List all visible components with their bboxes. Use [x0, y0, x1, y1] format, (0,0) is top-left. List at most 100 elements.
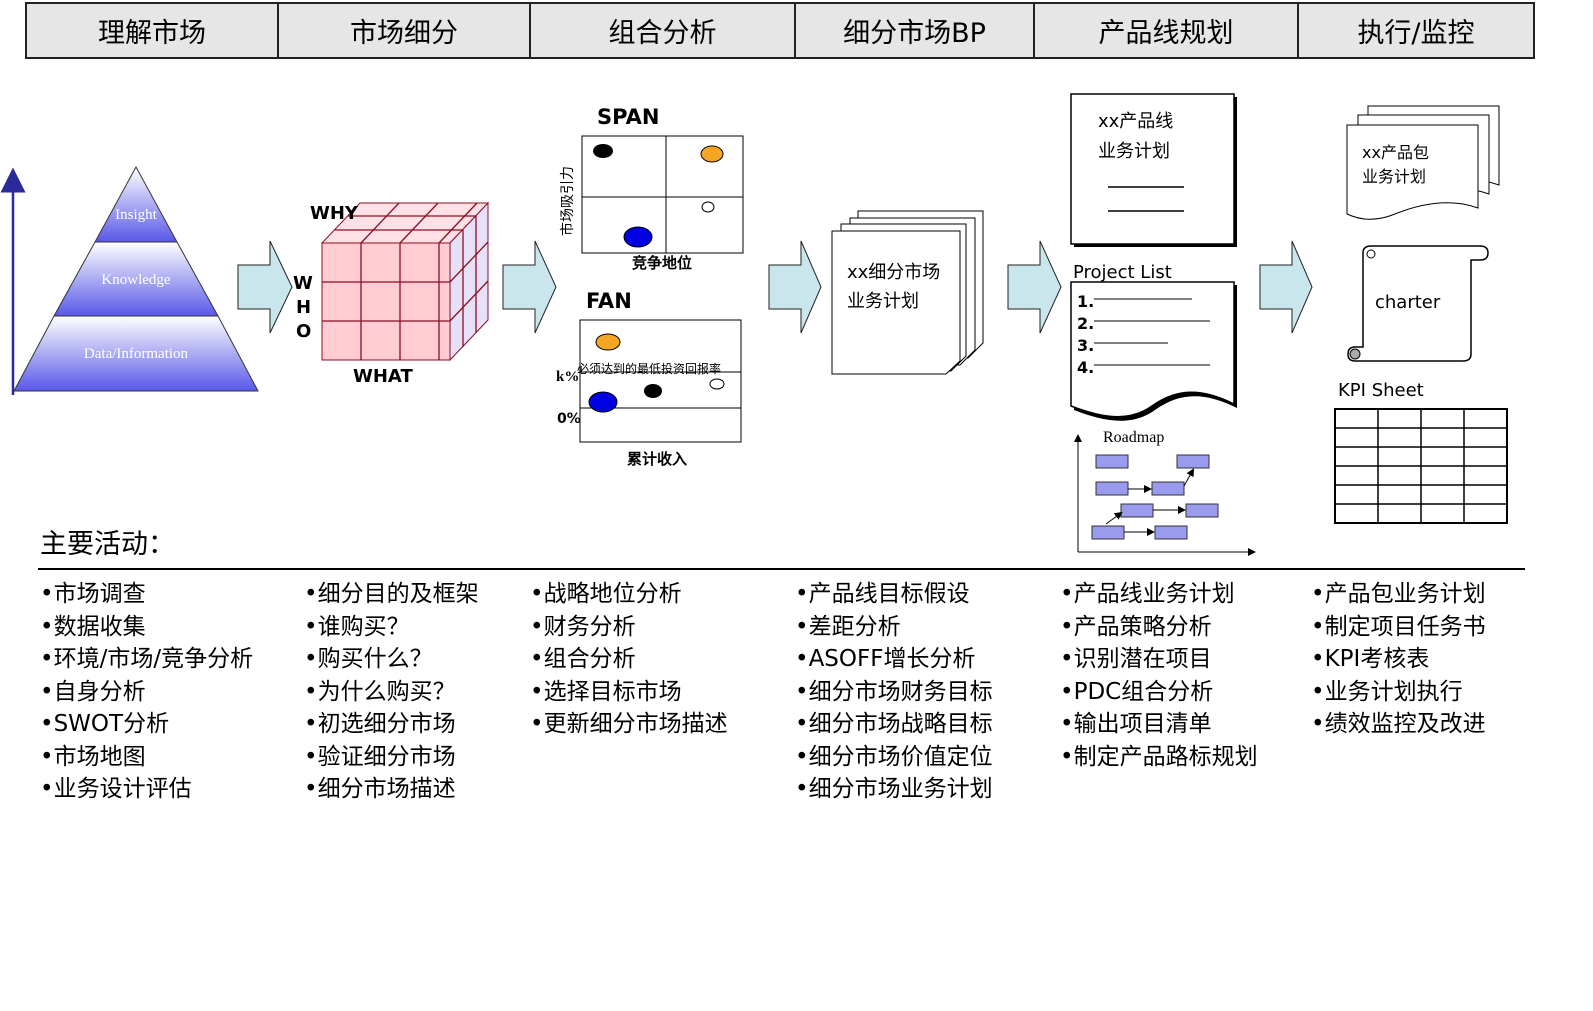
list-item: 谁购买？ — [304, 611, 479, 644]
phase-segment-bp: 细分市场BP — [796, 4, 1035, 57]
list-item: 制定产品路标规划 — [1060, 741, 1258, 774]
project-item-3: 3. — [1077, 336, 1094, 355]
activity-column-1: 市场调查 数据收集 环境/市场/竞争分析 自身分析 SWOT分析 市场地图 业务… — [40, 578, 254, 806]
list-item: 业务设计评估 — [40, 773, 253, 806]
list-item: 细分市场业务计划 — [795, 773, 993, 806]
flow-arrows — [237, 240, 1313, 334]
package-line2: 业务计划 — [1362, 167, 1426, 186]
list-item: 产品包业务计划 — [1311, 578, 1486, 611]
segment-bp-document: xx细分市场 业务计划 — [831, 210, 984, 375]
charter-label: charter — [1375, 292, 1441, 313]
cube-front — [321, 242, 451, 361]
list-item: 更新细分市场描述 — [530, 708, 728, 741]
list-item: 初选细分市场 — [304, 708, 479, 741]
span-dot-white — [701, 201, 715, 213]
product-line-line1: xx产品线 — [1098, 111, 1173, 132]
span-y-label: 市场吸引力 — [559, 166, 576, 236]
pyramid-label-knowledge: Knowledge — [101, 272, 170, 288]
phase-header: 理解市场 市场细分 组合分析 细分市场BP 产品线规划 执行/监控 — [25, 2, 1535, 59]
activity-column-3: 战略地位分析 财务分析 组合分析 选择目标市场 更新细分市场描述 — [530, 578, 728, 741]
list-item: 组合分析 — [530, 643, 728, 676]
product-line-line2: 业务计划 — [1098, 141, 1170, 162]
activity-column-2: 细分目的及框架 谁购买？ 购买什么？ 为什么购买？ 初选细分市场 验证细分市场 … — [304, 578, 479, 806]
span-matrix: SPAN 市场吸引力 竞争地位 — [559, 105, 744, 272]
activities-title: 主要活动： — [40, 529, 175, 560]
list-item: 制定项目任务书 — [1311, 611, 1486, 644]
fan-k-label: k% — [556, 369, 579, 385]
fan-dot-black — [644, 384, 662, 398]
activity-column-5: 产品线业务计划 产品策略分析 识别潜在项目 PDC组合分析 输出项目清单 制定产… — [1060, 578, 1258, 773]
list-item: 战略地位分析 — [530, 578, 728, 611]
list-item: 财务分析 — [530, 611, 728, 644]
fan-chart: FAN 必须达到的最低投资回报率 k% 0% 累计收入 — [556, 289, 742, 468]
segment-bp-line2: 业务计划 — [847, 291, 919, 312]
flow-arrow-1 — [237, 240, 293, 334]
list-item: 验证细分市场 — [304, 741, 479, 774]
pyramid-level-insight — [94, 165, 178, 243]
project-item-1: 1. — [1077, 292, 1094, 311]
cube-who-label-o: O — [296, 321, 311, 342]
list-item: ASOFF增长分析 — [795, 643, 993, 676]
phase-portfolio-analysis: 组合分析 — [531, 4, 796, 57]
flow-arrow-5 — [1259, 240, 1313, 334]
span-dot-black — [593, 144, 613, 158]
fan-hurdle-label: 必须达到的最低投资回报率 — [577, 361, 721, 376]
list-item: 环境/市场/竞争分析 — [40, 643, 254, 676]
pyramid-label-data: Data/Information — [84, 346, 189, 362]
list-item: 自身分析 — [40, 676, 253, 709]
span-title: SPAN — [597, 105, 659, 129]
list-item: 细分市场价值定位 — [795, 741, 993, 774]
list-item: 数据收集 — [40, 611, 253, 644]
roadmap-diagram: Roadmap — [1074, 429, 1256, 556]
list-item: 购买什么？ — [304, 643, 479, 676]
activities-divider — [38, 568, 1525, 570]
fan-dot-blue — [588, 391, 618, 413]
cube-who-label-h: H — [296, 297, 311, 318]
pyramid-level-data — [13, 315, 259, 392]
list-item: 细分市场描述 — [304, 773, 479, 806]
product-line-document: xx产品线 业务计划 — [1070, 93, 1237, 247]
span-dot-blue — [623, 226, 653, 248]
phase-market-segmentation: 市场细分 — [279, 4, 531, 57]
list-item: 差距分析 — [795, 611, 993, 644]
project-item-2: 2. — [1077, 314, 1094, 333]
kpi-sheet: KPI Sheet — [1334, 380, 1508, 524]
flow-arrow-2 — [502, 240, 557, 334]
phase-execute-monitor: 执行/监控 — [1357, 18, 1475, 49]
span-x-label: 竞争地位 — [632, 254, 692, 272]
pyramid-diagram: Insight Knowledge Data/Information — [0, 165, 259, 395]
list-item: 输出项目清单 — [1060, 708, 1258, 741]
project-item-4: 4. — [1077, 358, 1094, 377]
fan-x-label: 累计收入 — [627, 450, 687, 468]
activity-column-4: 产品线目标假设 差距分析 ASOFF增长分析 细分市场财务目标 细分市场战略目标… — [795, 578, 993, 806]
list-item: 识别潜在项目 — [1060, 643, 1258, 676]
fan-zero-label: 0% — [557, 411, 581, 427]
phase-understand-market: 理解市场 — [27, 4, 279, 57]
project-list-document: Project List 1. 2. 3. 4. — [1070, 262, 1237, 421]
span-dot-orange — [700, 145, 724, 163]
fan-dot-white — [709, 378, 725, 390]
package-line1: xx产品包 — [1362, 143, 1429, 162]
cube-who-label-w: W — [293, 273, 313, 294]
cube-what-label: WHAT — [353, 366, 413, 387]
list-item: PDC组合分析 — [1060, 676, 1258, 709]
activity-column-6: 产品包业务计划 制定项目任务书 KPI考核表 业务计划执行 绩效监控及改进 — [1311, 578, 1486, 741]
package-plan-document: xx产品包 业务计划 — [1346, 105, 1500, 220]
segment-bp-line1: xx细分市场 — [847, 262, 940, 283]
flow-arrow-3 — [768, 240, 822, 334]
list-item: 细分市场战略目标 — [795, 708, 993, 741]
pyramid-label-insight: Insight — [115, 207, 158, 223]
list-item: 产品策略分析 — [1060, 611, 1258, 644]
phase-product-line-planning: 产品线规划 — [1035, 4, 1299, 57]
project-list-title: Project List — [1073, 262, 1172, 283]
list-item: 绩效监控及改进 — [1311, 708, 1486, 741]
list-item: KPI考核表 — [1311, 643, 1486, 676]
charter-scroll: charter — [1347, 245, 1489, 362]
list-item: 产品线目标假设 — [795, 578, 993, 611]
list-item: 市场地图 — [40, 741, 253, 774]
list-item: 为什么购买？ — [304, 676, 479, 709]
segmentation-cube: WHY W H O WHAT — [293, 201, 490, 387]
list-item: 产品线业务计划 — [1060, 578, 1258, 611]
list-item: 业务计划执行 — [1311, 676, 1486, 709]
